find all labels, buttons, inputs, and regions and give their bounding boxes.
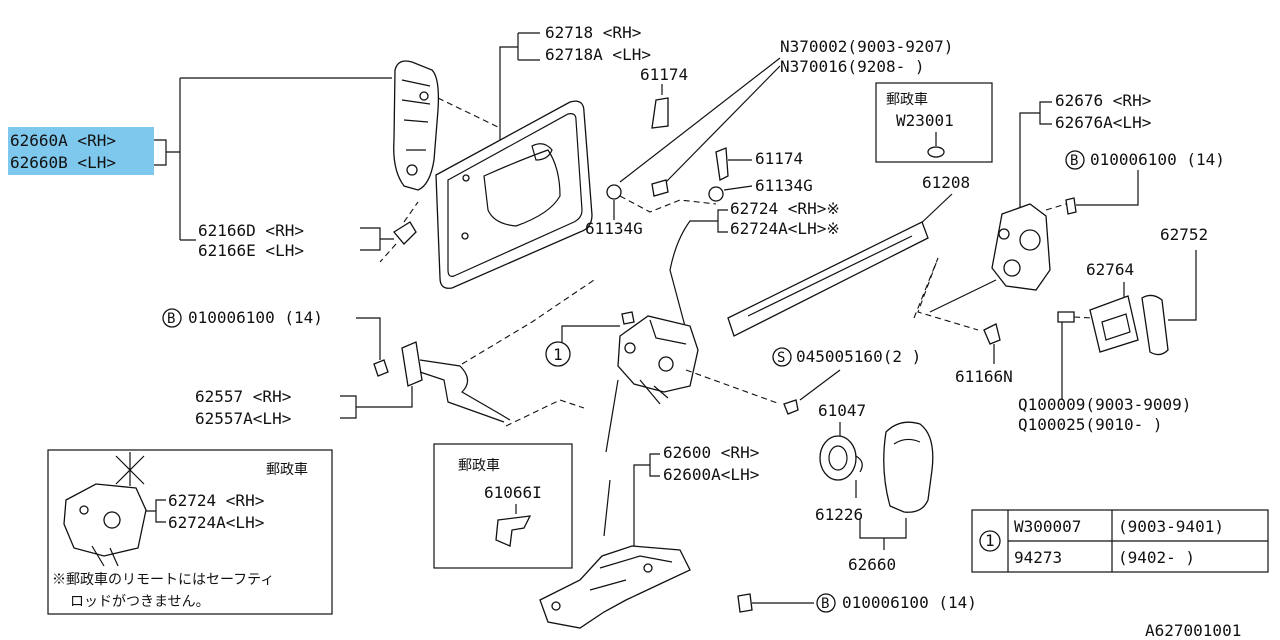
bolt-marker-left (162, 308, 182, 328)
label-62166e[interactable]: 62166E <LH> (198, 241, 304, 260)
inset-note-line2: ロッドがつきません。 (70, 594, 210, 610)
bracket-62600 (539, 545, 691, 629)
inner-handle-62660 (883, 421, 934, 513)
bolt-marker-bottom (816, 593, 836, 613)
label-62718[interactable]: 62718 <RH> (545, 23, 641, 42)
label-q100009[interactable]: Q100009(9003-9009) (1018, 395, 1191, 414)
label-62676a[interactable]: 62676A<LH> (1055, 113, 1151, 132)
label-q100025[interactable]: Q100025(9010- ) (1018, 415, 1163, 434)
inset-left-title: 郵政車 (266, 461, 308, 478)
door-panel-part (435, 100, 593, 289)
bracket-62557 (401, 341, 511, 423)
label-61166n[interactable]: 61166N (955, 367, 1013, 386)
table-row1-range: (9003-9401) (1118, 517, 1224, 536)
label-62600[interactable]: 62600 <RH> (663, 443, 759, 462)
label-62660a[interactable]: 62660A <RH> (10, 131, 116, 150)
door-latch-62676 (929, 203, 1051, 313)
label-62557a[interactable]: 62557A<LH> (195, 409, 291, 428)
label-62660[interactable]: 62660 (848, 555, 896, 574)
label-62676[interactable]: 62676 <RH> (1055, 91, 1151, 110)
label-62718a[interactable]: 62718A <LH> (545, 45, 651, 64)
ref-circle-1[interactable] (545, 341, 571, 367)
inset-label-62724[interactable]: 62724 <RH> (168, 491, 264, 510)
outer-handle-part (393, 60, 440, 191)
screw-marker (772, 347, 792, 367)
inset-postal-left (47, 449, 333, 615)
bolt-marker-bottom-text: B (821, 596, 829, 612)
table-row2-part[interactable]: 94273 (1014, 548, 1062, 567)
label-s045[interactable]: 045005160(2 ) (796, 347, 921, 366)
table-row2-range: (9402- ) (1118, 548, 1195, 567)
label-61134g-right[interactable]: 61134G (755, 176, 813, 195)
diagram-code: A627001001 (1145, 621, 1241, 640)
inset-postal-top (875, 82, 993, 163)
label-62166d[interactable]: 62166D <RH> (198, 221, 304, 240)
bolt-marker-right (1065, 150, 1085, 170)
escutcheon-61047 (819, 435, 857, 481)
label-61226[interactable]: 61226 (815, 505, 863, 524)
label-61134g-left[interactable]: 61134G (585, 219, 643, 238)
highlight-62660[interactable] (8, 127, 154, 175)
ref-circle-1-text[interactable]: 1 (553, 345, 563, 364)
ref-table (971, 509, 1269, 573)
inset-mid-part[interactable]: 61066I (484, 483, 542, 502)
label-bolt-bottom[interactable]: 010006100 (14) (842, 593, 977, 612)
label-62660b[interactable]: 62660B <LH> (10, 153, 116, 172)
inset-latch (63, 483, 147, 567)
grommet-left (606, 184, 622, 200)
clip-62166 (393, 221, 417, 245)
label-61208[interactable]: 61208 (922, 173, 970, 192)
inset-label-62724a[interactable]: 62724A<LH> (168, 513, 264, 532)
label-n370002[interactable]: N370002(9003-9207) (780, 37, 953, 56)
inset-postal-mid (433, 443, 573, 569)
inset-note-line1: ※郵政車のリモートにはセーフティ (52, 571, 274, 588)
label-bolt-right[interactable]: 010006100 (14) (1090, 150, 1225, 169)
label-61047[interactable]: 61047 (818, 401, 866, 420)
label-62600a[interactable]: 62600A<LH> (663, 465, 759, 484)
bolt-marker-right-text: B (1070, 153, 1078, 169)
label-61174-mid[interactable]: 61174 (755, 149, 803, 168)
bolt-marker-left-text: B (167, 311, 175, 327)
table-ref: 1 (985, 531, 995, 550)
label-62724a-top[interactable]: 62724A<LH>※ (730, 219, 840, 238)
label-62557[interactable]: 62557 <RH> (195, 387, 291, 406)
label-bolt-left[interactable]: 010006100 (14) (188, 308, 323, 327)
clip-61166n (983, 323, 1001, 345)
label-62724-top[interactable]: 62724 <RH>※ (730, 199, 840, 218)
table-row1-part[interactable]: W300007 (1014, 517, 1081, 536)
label-62764[interactable]: 62764 (1086, 260, 1134, 279)
clip-61174-top (651, 97, 669, 129)
label-n370016[interactable]: N370016(9208- ) (780, 57, 925, 76)
inset-top-part[interactable]: W23001 (896, 111, 954, 130)
inset-mid-title: 郵政車 (458, 457, 500, 474)
inset-top-title: 郵政車 (886, 91, 928, 108)
shim-62752 (1141, 294, 1169, 356)
clip-61174-mid (715, 147, 729, 181)
weatherstrip-61208 (727, 221, 929, 337)
label-62752[interactable]: 62752 (1160, 225, 1208, 244)
screw-marker-text: S (777, 350, 785, 366)
label-61174-top[interactable]: 61174 (640, 65, 688, 84)
remote-assembly (617, 311, 699, 405)
striker-62764 (1089, 295, 1139, 353)
